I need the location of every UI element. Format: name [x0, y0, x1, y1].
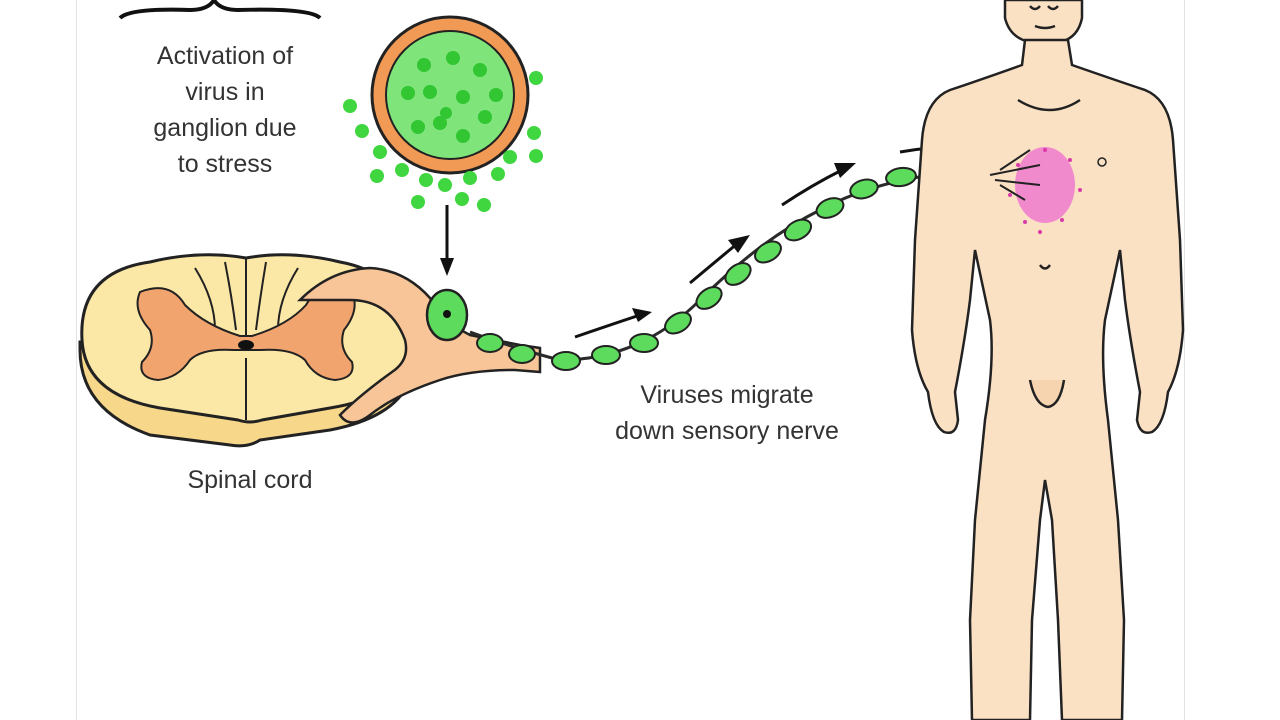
- virus-inner-dots: [401, 51, 503, 143]
- virus-particle: [370, 15, 530, 175]
- migration-label-line2: down sensory nerve: [615, 417, 839, 445]
- skin-rash: [989, 147, 1107, 234]
- activation-label-line3: ganglion due: [153, 114, 297, 142]
- spinal-cord-label: Spinal cord: [187, 466, 313, 494]
- spinal-cord-section: [78, 253, 542, 448]
- activation-label-line2: virus in: [185, 78, 265, 106]
- activation-label-line1: Activation of: [156, 42, 294, 70]
- right-edge-line: [1184, 0, 1185, 720]
- down-arrow: [440, 205, 454, 276]
- activation-label-line4: to stress: [177, 150, 273, 178]
- released-virions: [343, 71, 543, 212]
- migration-label: Viruses migrate down sensory nerve: [562, 377, 892, 449]
- migration-arrows: [574, 139, 985, 339]
- grey-matter: [136, 287, 356, 382]
- activation-label: Activation of virus in ganglion due to s…: [112, 38, 338, 182]
- left-edge-line: [76, 0, 77, 720]
- human-figure: [910, 0, 1185, 720]
- migration-label-line1: Viruses migrate: [640, 381, 814, 409]
- brace: [118, 0, 322, 20]
- nerve-virions: [476, 162, 956, 371]
